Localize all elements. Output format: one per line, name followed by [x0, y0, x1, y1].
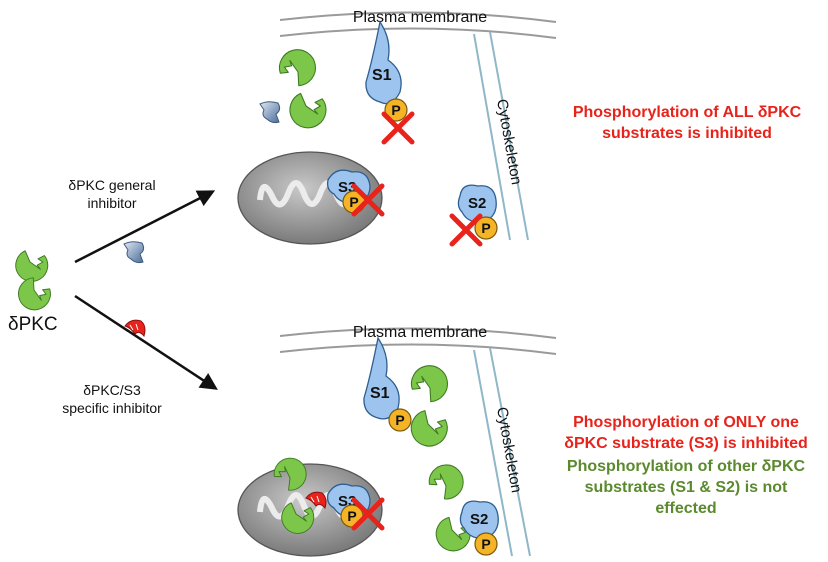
kinase-icon [423, 458, 470, 505]
plasma-membrane-outer [279, 327, 557, 339]
phosphate-label: P [481, 536, 490, 552]
cytoskeleton-line [473, 33, 511, 241]
kinase-icon [289, 92, 327, 129]
phosphate-label: P [481, 220, 490, 236]
substrate-s2 [459, 500, 499, 539]
membrane-label: Plasma membrane [353, 324, 487, 341]
general-arrow-label-line1: δPKC general [68, 177, 155, 193]
substrate-s2 [457, 184, 497, 223]
plasma-membrane-inner [279, 27, 557, 39]
substrate-s1 [363, 336, 400, 420]
plasma-membrane-inner [279, 343, 557, 355]
bottom-inhibited-line2: δPKC substrate (S3) is inhibited [564, 435, 808, 452]
top-result-note: Phosphorylation of ALL δPKC substrates i… [556, 102, 818, 144]
cytoskeleton-line [489, 347, 531, 557]
specific-inhibitor-icon [124, 319, 146, 337]
bottom-not-inhibited-line3: effected [655, 500, 717, 517]
phosphate-label: P [347, 508, 356, 524]
free-dpkc-enzyme [13, 250, 55, 315]
general-inhibitor-icon [123, 241, 145, 264]
substrate-s2-label: S2 [470, 511, 488, 528]
bottom-inhibited-line1: Phosphorylation of ONLY one [573, 414, 799, 431]
substrate-s1-label: S1 [372, 67, 392, 84]
specific-inhibitor-arrow [74, 294, 218, 390]
specific-arrow-label-line2: specific inhibitor [62, 400, 162, 416]
enzyme-label: δPKC [8, 314, 58, 335]
phosphate-label: P [391, 102, 400, 118]
substrate-s1 [365, 20, 402, 105]
bottom-inhibited-note: Phosphorylation of ONLY one δPKC substra… [548, 412, 824, 454]
bottom-not-inhibited-line1: Phosphorylation of other δPKC [566, 458, 806, 475]
substrate-s2-label: S2 [468, 195, 486, 212]
cytoskeleton-line [473, 349, 513, 557]
kinase-icon [274, 44, 322, 90]
kinase-icon [407, 408, 451, 450]
top-result-line2: substrates is inhibited [602, 125, 772, 142]
top-result-line1: Phosphorylation of ALL δPKC [572, 104, 802, 121]
bottom-not-inhibited-note: Phosphorylation of other δPKC substrates… [548, 456, 824, 519]
plasma-membrane-outer [279, 11, 557, 23]
membrane-label: Plasma membrane [353, 9, 487, 26]
general-arrow-label-line2: inhibitor [87, 195, 136, 211]
bottom-not-inhibited-line2: substrates (S1 & S2) is not [584, 479, 788, 496]
general-inhibitor-icon [259, 101, 281, 124]
substrate-s1-label: S1 [370, 385, 390, 402]
phosphate-label: P [395, 412, 404, 428]
cytoskeleton-line [489, 31, 529, 241]
top-panel: Plasma membrane Cytoskeleton S1 P S3 P S… [237, 9, 557, 244]
bottom-panel: Plasma membrane Cytoskeleton S1 P S3 P S… [237, 324, 557, 557]
phosphate-label: P [349, 194, 358, 210]
specific-arrow-label-line1: δPKC/S3 [83, 382, 141, 398]
kinase-icon [15, 250, 49, 282]
kinase-icon [406, 360, 454, 406]
general-inhibitor-arrow [74, 190, 216, 264]
